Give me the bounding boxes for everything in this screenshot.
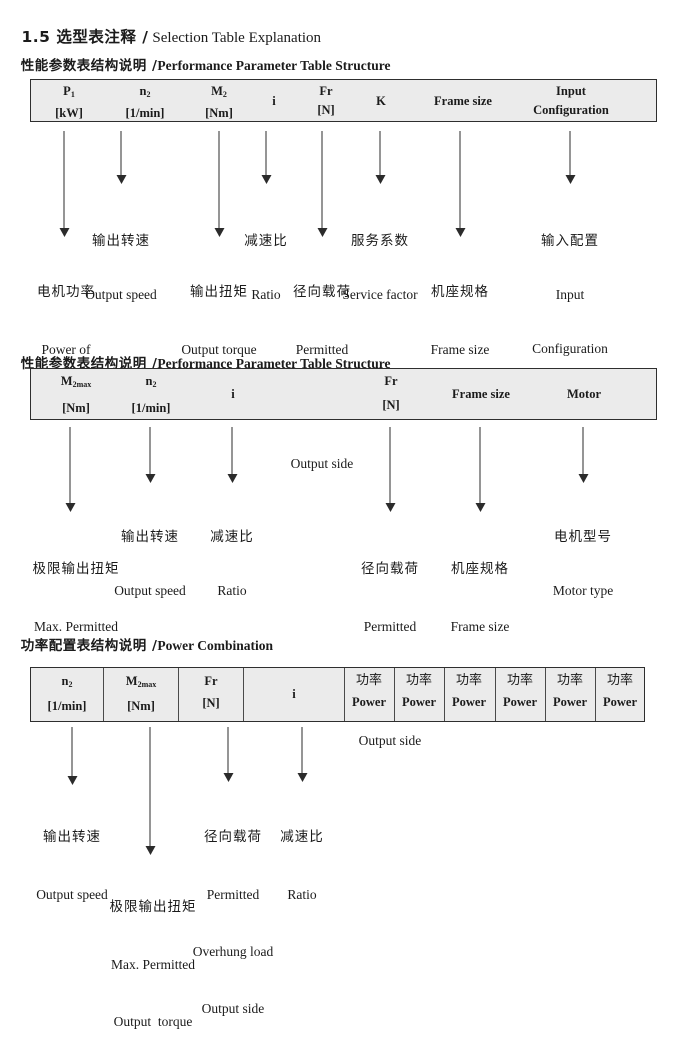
column-header-frame-size: Frame size: [434, 94, 492, 108]
callout-output-speed: 输出转速 Output speed: [36, 829, 108, 902]
column-divider: [495, 668, 496, 721]
performance-table-1: P1[kW] n2[1/min] M2[Nm] i Fr[N] K Frame …: [30, 79, 657, 122]
column-divider: [595, 668, 596, 721]
column-header-i: i: [292, 687, 296, 701]
column-header-fr: Fr[N]: [382, 374, 400, 412]
callout-output-torque: 输出扭矩 Output torque: [181, 284, 257, 357]
section2-heading: 性能参数表结构说明 /Performance Parameter Table S…: [14, 336, 391, 372]
callout-motor-type: 电机型号 Motor type: [552, 529, 614, 598]
down-arrow-icon: [67, 727, 78, 785]
column-header-m2max: M2max[Nm]: [125, 674, 157, 713]
column-header-n2: n2[1/min]: [47, 674, 87, 713]
column-header-n2: n2[1/min]: [131, 374, 171, 415]
callout-overhung-load: 径向载荷 Permitted Overhung load Output side: [350, 561, 431, 748]
down-arrow-icon: [145, 727, 156, 855]
down-arrow-icon: [65, 427, 76, 512]
column-divider: [545, 668, 546, 721]
column-divider: [103, 668, 104, 721]
down-arrow-icon: [578, 427, 589, 483]
callout-max-output-torque: 极限输出扭矩 Max. Permitted Output torque: [109, 899, 197, 1029]
callout-ratio: 减速比 Ratio: [280, 829, 324, 902]
page-title-en: Selection Table Explanation: [152, 30, 322, 46]
column-header-frame-size: Frame size: [452, 387, 510, 401]
down-arrow-icon: [385, 427, 396, 512]
callout-input-configuration: 输入配置 Input Configuration: [532, 233, 608, 356]
column-header-n2: n2[1/min]: [125, 84, 165, 120]
down-arrow-icon: [59, 131, 70, 237]
column-divider: [178, 668, 179, 721]
column-header-i: i: [231, 387, 235, 401]
section3-heading: 功率配置表结构说明 /Power Combination: [14, 618, 273, 654]
section1-heading-en: Performance Parameter Table Structure: [157, 58, 391, 73]
page-title-zh: 1.5 选型表注释 /: [21, 28, 149, 46]
page-title: 1.5 选型表注释 /Selection Table Explanation: [14, 8, 322, 47]
down-arrow-icon: [317, 131, 328, 237]
column-header-fr: Fr[N]: [317, 84, 335, 117]
callout-ratio: 减速比 Ratio: [210, 529, 254, 598]
down-arrow-icon: [145, 427, 156, 483]
callout-output-speed: 输出转速 Output speed: [85, 233, 157, 302]
section1-heading-zh: 性能参数表结构说明 /: [20, 58, 158, 74]
down-arrow-icon: [455, 131, 466, 237]
column-header-i: i: [272, 94, 276, 108]
section3-heading-en: Power Combination: [157, 638, 274, 653]
down-arrow-icon: [227, 427, 238, 483]
section1-heading: 性能参数表结构说明 /Performance Parameter Table S…: [14, 38, 391, 74]
column-header-p1: P1[kW]: [55, 84, 83, 120]
callout-overhung-load: 径向载荷 Permitted Overhung load Output side: [192, 829, 274, 1016]
callout-service-factor: 服务系数 Service factor: [342, 233, 418, 302]
down-arrow-icon: [475, 427, 486, 512]
callout-output-speed: 输出转速 Output speed: [114, 529, 186, 598]
column-header-k: K: [376, 94, 386, 108]
column-divider: [243, 668, 244, 721]
column-header-motor: Motor: [566, 387, 602, 401]
column-header-m2: M2[Nm]: [205, 84, 233, 120]
down-arrow-icon: [214, 131, 225, 237]
callout-frame-size: 机座规格 Frame size: [430, 284, 490, 357]
down-arrow-icon: [565, 131, 576, 184]
column-divider: [444, 668, 445, 721]
down-arrow-icon: [223, 727, 234, 782]
column-header-fr: Fr[N]: [202, 674, 220, 710]
callout-frame-size: 机座规格 Frame size: [450, 561, 510, 634]
down-arrow-icon: [116, 131, 127, 184]
down-arrow-icon: [261, 131, 272, 184]
section3-heading-zh: 功率配置表结构说明 /: [20, 638, 158, 654]
down-arrow-icon: [297, 727, 308, 782]
column-divider: [394, 668, 395, 721]
down-arrow-icon: [375, 131, 386, 184]
column-header-m2max: M2max[Nm]: [60, 374, 92, 415]
column-divider: [344, 668, 345, 721]
performance-table-2: M2max[Nm] n2[1/min] i Fr[N] Frame size M…: [30, 368, 657, 420]
catalog-page: { "page": { "title_zh": "1.5 选型表注释 /", "…: [14, 8, 657, 1029]
callout-ratio: 减速比 Ratio: [244, 233, 288, 302]
section2-heading-en: Performance Parameter Table Structure: [157, 356, 391, 371]
